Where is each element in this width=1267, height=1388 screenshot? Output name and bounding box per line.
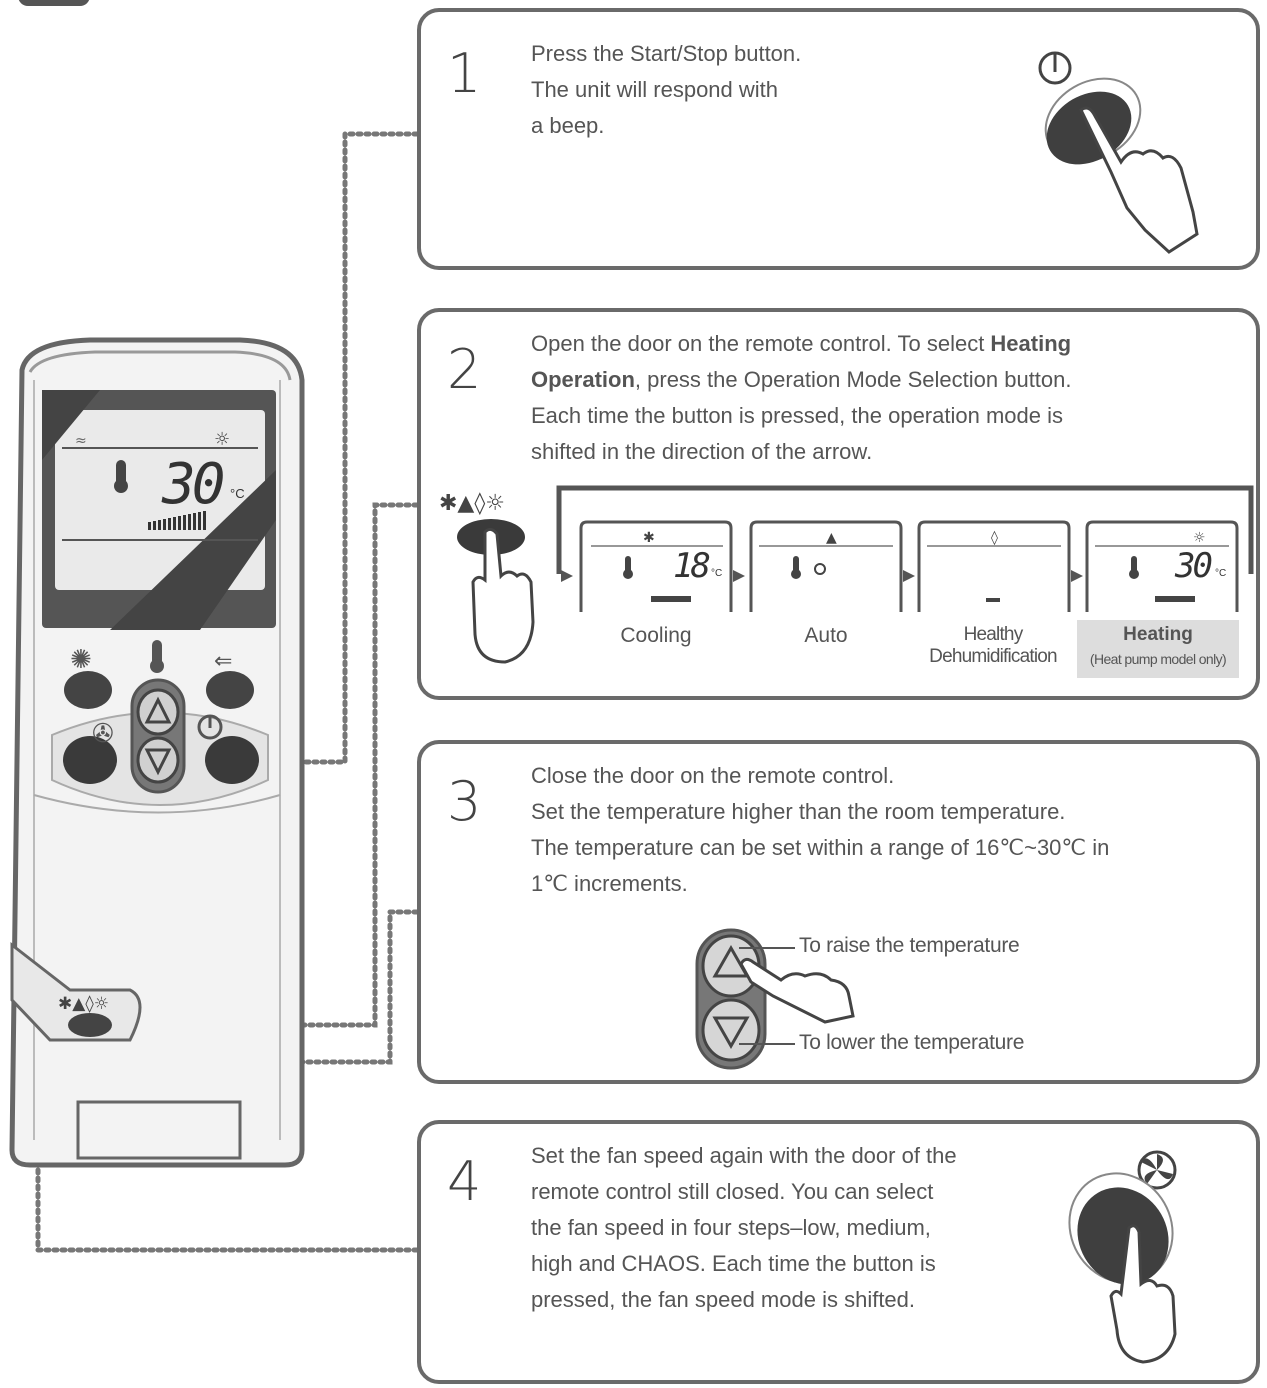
- temp-down-button: [701, 998, 761, 1062]
- label-line: Heating: [1123, 624, 1193, 645]
- svg-text:◊: ◊: [991, 530, 998, 546]
- step-1-text: Press the Start/Stop button. The unit wi…: [531, 36, 801, 144]
- up-arrow-icon: [712, 944, 750, 978]
- label-line: Dehumidification: [929, 646, 1057, 667]
- mode-label-dehumidification: Healthy Dehumidification: [915, 624, 1071, 668]
- text-line: Each time the button is pressed, the ope…: [531, 403, 1063, 428]
- power-icon: [1038, 51, 1072, 85]
- temp-digits: 30: [1175, 546, 1213, 586]
- svg-text:≈: ≈: [75, 433, 87, 449]
- text-line: a beep.: [531, 113, 605, 138]
- text-line: Close the door on the remote control.: [531, 763, 895, 788]
- text-span: , press the Operation Mode Selection but…: [634, 367, 1072, 392]
- svg-text:✇: ✇: [92, 719, 114, 749]
- fan-speed-button: [1077, 1187, 1169, 1285]
- remote-display-temp: 30: [162, 452, 225, 517]
- text-span: Open the door on the remote control. To …: [531, 331, 991, 356]
- raise-temp-label: To raise the temperature: [799, 934, 1020, 957]
- cooling-display-temp: 18: [673, 546, 711, 586]
- text-line: The unit will respond with: [531, 77, 779, 102]
- text-line: shifted in the direction of the arrow.: [531, 439, 873, 464]
- svg-text:✱▲◊☼: ✱▲◊☼: [58, 994, 109, 1014]
- text-line: The temperature can be set within a rang…: [531, 835, 1110, 860]
- mode-label-heating: Heating (Heat pump model only): [1077, 620, 1239, 678]
- display-heating: [1085, 520, 1239, 612]
- mode-label-auto: Auto: [804, 624, 848, 647]
- step-number: 3: [447, 770, 482, 833]
- mode-label-cooling: Cooling: [620, 624, 692, 647]
- display-dehumid: [917, 520, 1071, 612]
- svg-text:☼: ☼: [1193, 530, 1206, 546]
- mode-button-remote: [68, 1013, 112, 1037]
- svg-text:⇐: ⇐: [214, 649, 232, 674]
- bold-text: Heating: [990, 331, 1072, 356]
- step-number: 1: [447, 42, 482, 105]
- step-3-panel: 3 Close the door on the remote control. …: [417, 740, 1260, 1084]
- svg-text:☼: ☼: [214, 429, 230, 450]
- display-auto: [749, 520, 903, 612]
- step-4-panel: 4 Set the fan speed again with the door …: [417, 1120, 1260, 1384]
- step-number: 4: [447, 1150, 482, 1213]
- step-2-text: Open the door on the remote control. To …: [531, 326, 1072, 470]
- text-line: high and CHAOS. Each time the button is: [531, 1251, 936, 1276]
- step-2-panel: 2 Open the door on the remote control. T…: [417, 308, 1260, 700]
- temp-rocker-illustration: [695, 928, 855, 1070]
- svg-text:✱: ✱: [643, 530, 655, 546]
- text-line: Open the door on the remote control. To …: [531, 326, 1072, 362]
- text-line: Set the fan speed again with the door of…: [531, 1143, 957, 1168]
- mode-icons: ✱▲◊☼: [439, 491, 505, 516]
- step-4-text: Set the fan speed again with the door of…: [531, 1138, 1041, 1318]
- mode-left-button: [206, 671, 254, 709]
- step-1-panel: 1 Press the Start/Stop button. The unit …: [417, 8, 1260, 270]
- step-number: 2: [447, 338, 482, 401]
- heating-display-unit: °C: [1215, 568, 1226, 579]
- text-line: pressed, the fan speed mode is shifted.: [531, 1287, 916, 1312]
- remote-temp-unit: °C: [230, 486, 245, 501]
- text-line: Operation, press the Operation Mode Sele…: [531, 362, 1072, 398]
- heating-display-temp: 30: [1175, 546, 1213, 586]
- text-line: remote control still closed. You can sel…: [531, 1179, 934, 1204]
- corner-tab: [18, 0, 90, 6]
- fan-speed-button-remote: [63, 736, 117, 784]
- lower-temp-label: To lower the temperature: [799, 1031, 1025, 1054]
- svg-text:▲: ▲: [826, 530, 837, 546]
- mode-sequence-illustration: ✱▲◊☼ ✱ ▲ ◊ ☼: [439, 485, 1254, 664]
- temp-unit: °C: [1215, 568, 1227, 579]
- temp-unit: °C: [711, 568, 723, 579]
- remote-display-unit: °C: [230, 486, 245, 501]
- label-line: (Heat pump model only): [1089, 651, 1227, 667]
- step-3-text: Close the door on the remote control. Se…: [531, 758, 1109, 902]
- remote-temp-digits: 30: [162, 452, 225, 517]
- svg-text:✺: ✺: [70, 645, 92, 675]
- fan-speed-press-illustration: [1068, 1150, 1177, 1364]
- text-line: the fan speed in four steps–low, medium,: [531, 1215, 931, 1240]
- text-line: 1℃ increments.: [531, 871, 688, 896]
- down-arrow-icon: [712, 1016, 750, 1050]
- fan-icon: [1137, 1150, 1177, 1190]
- label-line: Healthy: [963, 624, 1024, 645]
- start-stop-button-remote: [205, 736, 259, 784]
- display-cooling: [579, 520, 733, 612]
- fan-swing-button: [64, 671, 112, 709]
- text-line: Set the temperature higher than the room…: [531, 799, 1066, 824]
- temp-digits: 18: [673, 546, 711, 586]
- text-line: Press the Start/Stop button.: [531, 41, 802, 66]
- bold-text: Operation: [531, 367, 635, 392]
- start-stop-press-illustration: [1038, 51, 1199, 254]
- cooling-display-unit: °C: [711, 568, 722, 579]
